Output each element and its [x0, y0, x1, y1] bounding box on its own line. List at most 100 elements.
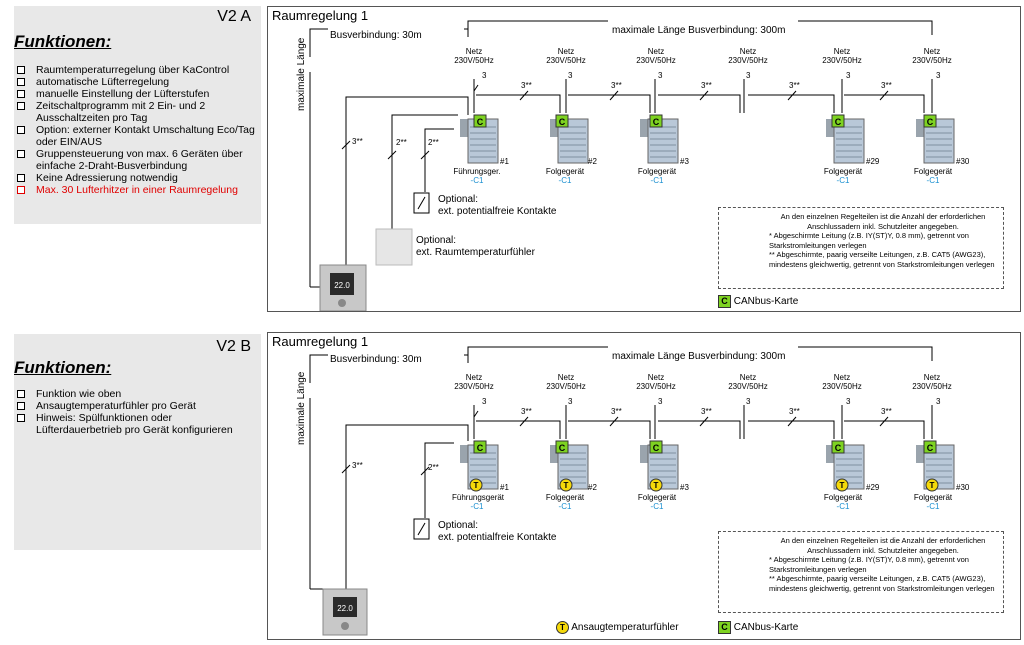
svg-text:C: C — [477, 443, 484, 453]
checkbox-icon — [17, 390, 25, 398]
diagram-title: Raumregelung 1 — [272, 334, 369, 349]
list-item: Raumtemperaturregelung über KaControl — [16, 64, 257, 76]
wire-count: 2** — [396, 138, 407, 147]
wire-count: 3** — [611, 407, 622, 416]
wire-count: 3** — [881, 81, 892, 90]
checkbox-icon — [17, 102, 25, 110]
wire-count: 3** — [789, 81, 800, 90]
wiring-diagram: C C C C C 22.0 ! — [309, 20, 955, 311]
wire-count: 3 — [936, 71, 941, 80]
optional-contact-label: Optional:ext. potentialfreie Kontakte — [438, 520, 557, 543]
functions-list: Funktion wie oben Ansaugtemperaturfühler… — [16, 388, 257, 436]
wire-count: 3** — [701, 81, 712, 90]
wire-count: 3 — [658, 397, 663, 406]
svg-text:22.0: 22.0 — [337, 604, 353, 613]
svg-text:C: C — [927, 117, 934, 127]
device-number: #29 — [866, 483, 880, 492]
list-item: Hinweis: Spülfunktionen oder Lüfterdauer… — [16, 412, 257, 436]
list-item: Ansaugtemperaturfühler pro Gerät — [16, 400, 257, 412]
sensor-legend: T Ansaugtemperaturfühler — [556, 621, 679, 634]
svg-text:22.0: 22.0 — [334, 281, 350, 290]
bus-label: Busverbindung: 30m — [330, 354, 422, 365]
device-number: #29 — [866, 157, 880, 166]
wire-count: 3** — [352, 461, 363, 470]
sensor-icon — [375, 228, 413, 266]
switch-icon — [413, 518, 430, 540]
wiring-note: An den einzelnen Regelteilen ist die Anz… — [718, 531, 1004, 613]
device-label: Folgegerät-C1 — [637, 167, 677, 185]
svg-text:C: C — [653, 443, 660, 453]
canbus-card-icon: C — [718, 295, 731, 308]
checkbox-icon — [17, 150, 25, 158]
device-number: #1 — [500, 483, 509, 492]
device-number: #3 — [680, 157, 689, 166]
canbus-legend: C CANbus-Karte — [718, 295, 798, 308]
svg-text:T: T — [564, 481, 569, 490]
bus-label: Busverbindung: 30m — [330, 30, 422, 41]
svg-text:C: C — [927, 443, 934, 453]
list-item: Keine Adressierung notwendig — [16, 172, 257, 184]
max-bus-label: maximale Länge Busverbindung: 300m — [612, 351, 786, 362]
wire-count: 2** — [428, 463, 439, 472]
wire-count: 3 — [846, 397, 851, 406]
version-label: V2 A — [217, 8, 251, 25]
device-number: #30 — [956, 157, 970, 166]
svg-text:C: C — [653, 117, 660, 127]
wire-count: 3 — [482, 397, 487, 406]
heater-units: CT CT CT CT CT — [460, 440, 955, 492]
list-item: automatische Lüfterregelung — [16, 76, 257, 88]
canbus-card-icon: C — [718, 621, 731, 634]
functions-title: Funktionen: — [14, 32, 112, 51]
device-label: Folgegerät-C1 — [545, 493, 585, 511]
heater-units: C C C C C — [460, 114, 955, 164]
svg-text:C: C — [835, 443, 842, 453]
wire-count: 3 — [482, 71, 487, 80]
device-label: Folgegerät-C1 — [913, 493, 953, 511]
switch-icon — [413, 192, 430, 214]
functions-panel-a: V2 A Funktionen: Raumtemperaturregelung … — [14, 6, 261, 224]
diagram-panel-b: CT CT CT CT CT 22.0 ! Raumregelung 1 Bus… — [267, 332, 1021, 640]
device-number: #1 — [500, 157, 509, 166]
list-item: Option: externer Kontakt Umschaltung Eco… — [16, 124, 257, 148]
vertical-length-label: maximale Länge — [296, 37, 307, 111]
checkbox-icon — [17, 186, 25, 194]
list-item: Zeitschaltprogramm mit 2 Ein- und 2 Auss… — [16, 100, 257, 124]
wire-count: 3** — [881, 407, 892, 416]
checkbox-icon — [17, 66, 25, 74]
checkbox-icon — [17, 126, 25, 134]
device-number: #2 — [588, 483, 597, 492]
list-item: Funktion wie oben — [16, 388, 257, 400]
device-number: #30 — [956, 483, 970, 492]
device-label: Folgegerät-C1 — [913, 167, 953, 185]
diagram-panel-a: C C C C C 22.0 ! Raumregelung 1 Busverbi… — [267, 6, 1021, 312]
canbus-legend: C CANbus-Karte — [718, 621, 798, 634]
device-number: #3 — [680, 483, 689, 492]
svg-text:C: C — [477, 117, 484, 127]
wire-count: 3 — [658, 71, 663, 80]
checkbox-icon — [17, 402, 25, 410]
svg-text:T: T — [840, 481, 845, 490]
version-label: V2 B — [216, 338, 251, 355]
wire-count: 3 — [746, 397, 751, 406]
svg-text:C: C — [559, 443, 566, 453]
wire-count: 3 — [568, 71, 573, 80]
svg-text:C: C — [559, 117, 566, 127]
wiring-note: An den einzelnen Regelteilen ist die Anz… — [718, 207, 1004, 289]
wire-count: 3 — [936, 397, 941, 406]
device-label: Führungsger.-C1 — [453, 167, 501, 185]
intake-sensor-icon: T — [556, 621, 569, 634]
list-item: Gruppensteuerung von max. 6 Geräten über… — [16, 148, 257, 172]
device-label: Folgegerät-C1 — [637, 493, 677, 511]
room-controller-icon: 22.0 — [322, 588, 368, 636]
